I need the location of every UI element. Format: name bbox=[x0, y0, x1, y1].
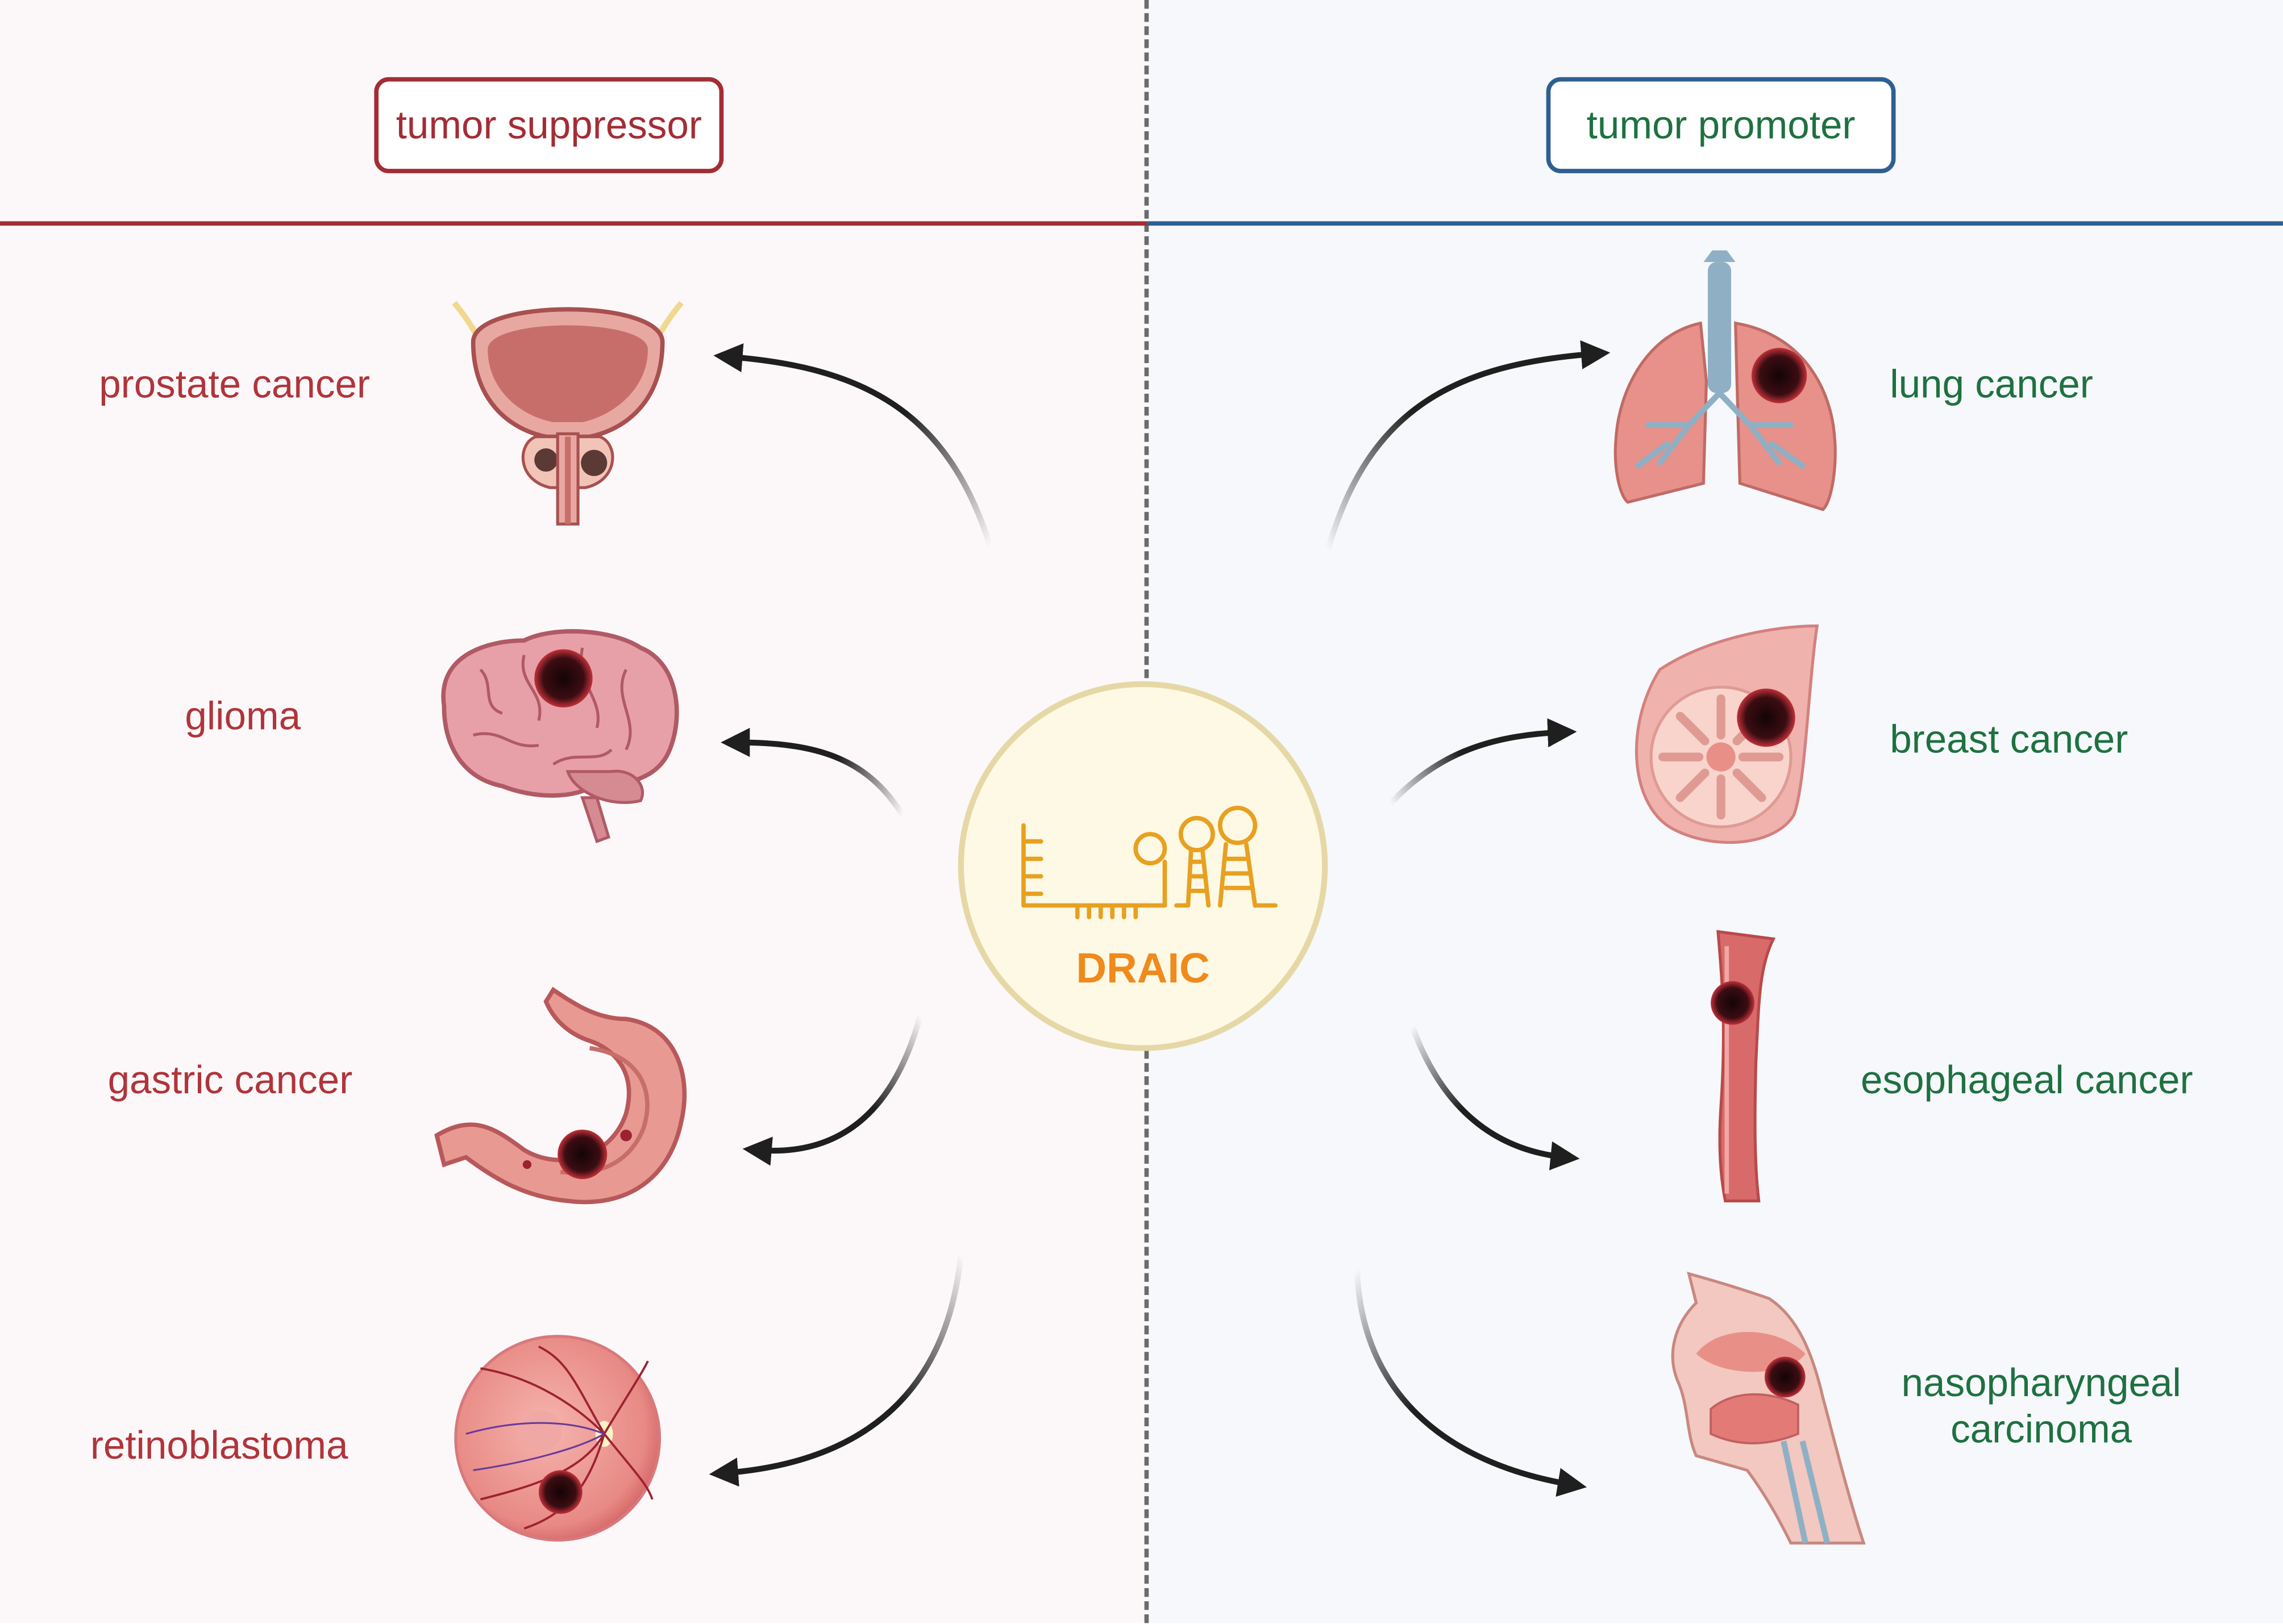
retinoblastoma-label: retinoblastoma bbox=[90, 1423, 348, 1468]
lungs-icon bbox=[1614, 250, 1837, 511]
nasopharyngeal-carcinoma-label: nasopharyngeal carcinoma bbox=[1881, 1360, 2202, 1454]
suppressor-rule bbox=[0, 221, 1147, 226]
arrow-to-retina bbox=[709, 1254, 964, 1487]
prostate-cancer-label: prostate cancer bbox=[99, 362, 370, 406]
tumor-suppressor-header-text: tumor suppressor bbox=[396, 102, 702, 147]
draic-label: DRAIC bbox=[1076, 946, 1210, 993]
prostate-icon bbox=[452, 301, 684, 526]
arrow-to-brain bbox=[721, 727, 905, 817]
esophagus-icon bbox=[1711, 930, 1776, 1203]
arrow-to-breast bbox=[1388, 718, 1577, 806]
arrow-to-lungs bbox=[1325, 340, 1611, 551]
promoter-rule bbox=[1147, 221, 2283, 226]
tumor-suppressor-header: tumor suppressor bbox=[374, 77, 724, 173]
tumor-promoter-header: tumor promoter bbox=[1546, 77, 1896, 173]
arrow-to-nasopharynx bbox=[1354, 1269, 1587, 1497]
rna-structure-icon bbox=[1021, 805, 1278, 919]
nasopharyngeal-label-line-2: carcinoma bbox=[1951, 1408, 2132, 1452]
glioma-label: glioma bbox=[185, 694, 301, 738]
tumor-promoter-header-text: tumor promoter bbox=[1586, 102, 1856, 147]
draic-circle bbox=[958, 681, 1328, 1051]
breast-icon bbox=[1635, 624, 1819, 844]
brain-icon bbox=[441, 629, 679, 844]
arrow-to-esophagus bbox=[1409, 1025, 1580, 1171]
lung-cancer-label: lung cancer bbox=[1890, 362, 2093, 406]
nasopharyngeal-label-line-1: nasopharyngeal bbox=[1901, 1361, 2181, 1405]
stomach-icon bbox=[434, 986, 687, 1205]
retina-icon bbox=[454, 1335, 662, 1542]
esophageal-cancer-label: esophageal cancer bbox=[1860, 1058, 2193, 1102]
gastric-cancer-label: gastric cancer bbox=[107, 1058, 353, 1102]
arrow-to-stomach bbox=[742, 1015, 923, 1166]
arrow-to-prostate bbox=[713, 343, 993, 547]
nasopharynx-icon bbox=[1671, 1271, 1866, 1545]
breast-cancer-label: breast cancer bbox=[1890, 717, 2128, 761]
